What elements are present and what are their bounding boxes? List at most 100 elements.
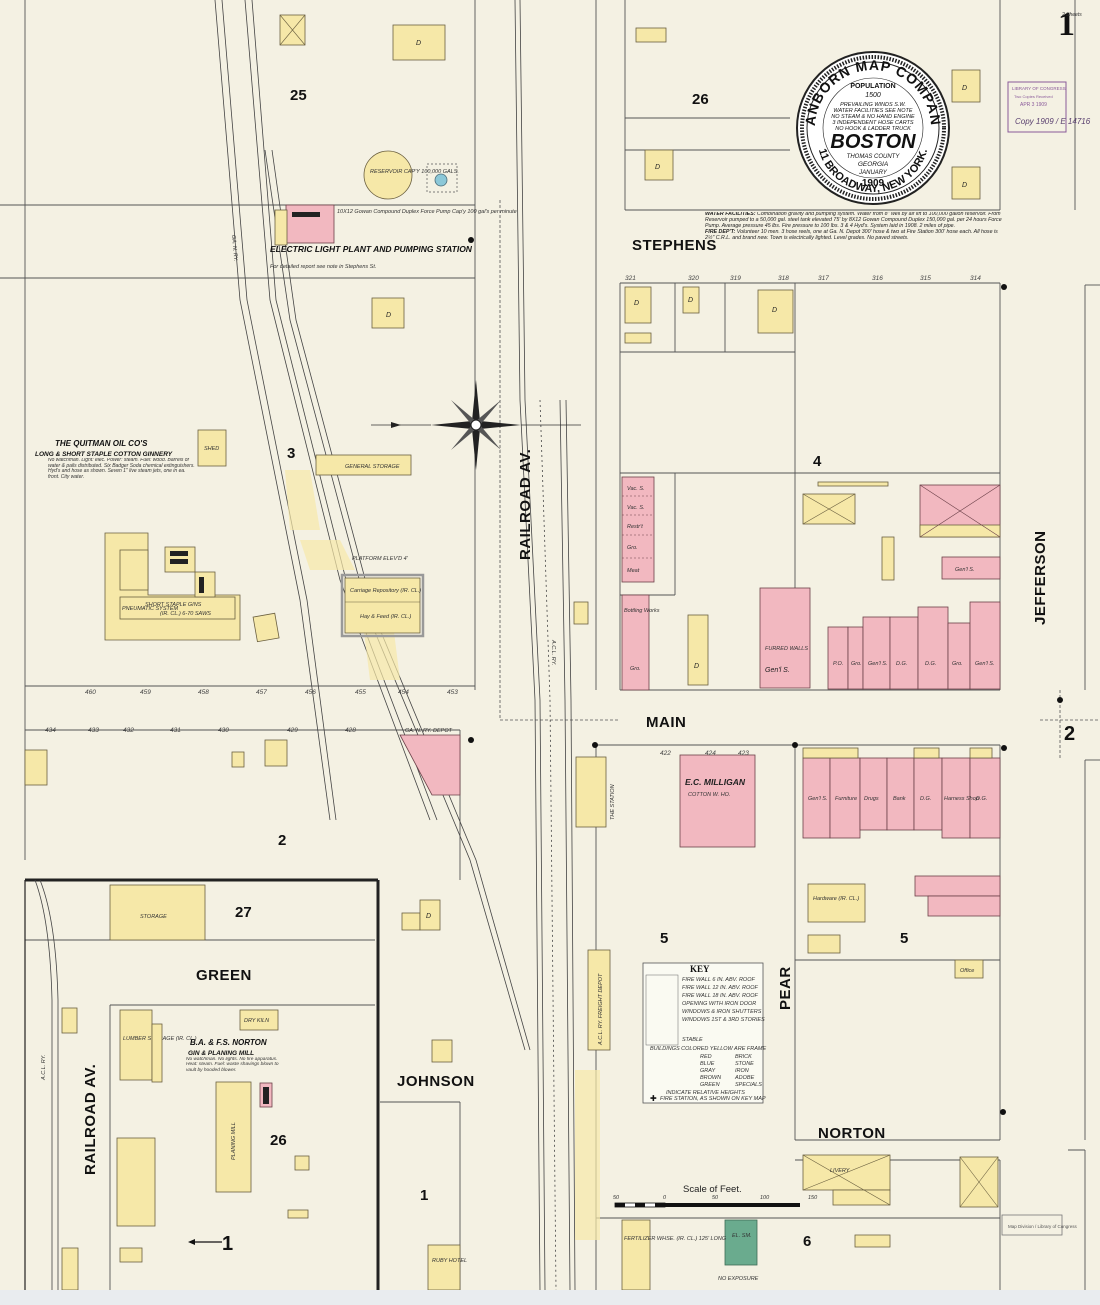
building-dwelling <box>682 286 700 314</box>
street-green: GREEN <box>196 967 252 984</box>
building-frame <box>635 27 667 43</box>
svg-text:BUILDINGS COLORED YELLOW ARE F: BUILDINGS COLORED YELLOW ARE FRAME <box>650 1046 766 1052</box>
street-stephens: STEPHENS <box>632 237 717 254</box>
fertilizer-warehouse <box>621 1219 651 1291</box>
general-store <box>941 556 1001 580</box>
norton-mill-title: B.A. & F.S. NORTON <box>190 1038 267 1047</box>
svg-text:ADOBE: ADOBE <box>734 1075 755 1081</box>
svg-text:Vac. S.: Vac. S. <box>627 486 645 492</box>
svg-text:150: 150 <box>808 1195 818 1201</box>
svg-text:BLUE: BLUE <box>700 1061 715 1067</box>
block-number: 6 <box>803 1233 811 1250</box>
building-dwelling <box>951 69 981 103</box>
gn-ry-depot <box>399 734 461 796</box>
svg-text:D: D <box>962 85 967 92</box>
acl-freight-depot <box>587 949 611 1051</box>
milligan-cotton-warehouse <box>679 754 756 848</box>
svg-text:429: 429 <box>287 727 298 734</box>
svg-text:D.G.: D.G. <box>896 661 907 667</box>
address-numbers: 460 459 458 457 456 455 454 453 434 433 … <box>45 275 981 757</box>
railroad-tracks <box>34 0 576 1291</box>
svg-text:458: 458 <box>198 689 209 696</box>
block-number: 26 <box>270 1132 287 1149</box>
svg-text:Gro.: Gro. <box>851 661 862 667</box>
svg-text:PREVAILING WINDS S.W.: PREVAILING WINDS S.W. <box>840 102 906 108</box>
carriage-hay-feed <box>344 577 421 634</box>
planing-mill <box>215 1081 252 1193</box>
platforms <box>285 470 600 1240</box>
svg-text:NO HOOK & LADDER TRUCK: NO HOOK & LADDER TRUCK <box>835 126 911 132</box>
svg-text:317: 317 <box>818 275 829 282</box>
svg-text:Carriage Repository (IR. CL.): Carriage Repository (IR. CL.) <box>350 588 421 594</box>
scale-bar: Scale of Feet. 50 0 50 100 150 <box>613 1184 818 1208</box>
svg-text:D.G.: D.G. <box>920 796 931 802</box>
svg-text:WATER FACILITIES SEE NOTE: WATER FACILITIES SEE NOTE <box>833 108 912 114</box>
cartouche-town: BOSTON <box>830 131 916 153</box>
svg-text:Furniture: Furniture <box>835 796 857 802</box>
svg-text:Harness Shop: Harness Shop <box>944 796 979 802</box>
svg-text:455: 455 <box>355 689 366 696</box>
svg-text:459: 459 <box>140 689 151 696</box>
sheet-number: 1 <box>1058 6 1075 43</box>
shed <box>119 1247 143 1263</box>
svg-text:422: 422 <box>660 750 671 757</box>
svg-text:D.G.: D.G. <box>925 661 936 667</box>
svg-text:433: 433 <box>88 727 99 734</box>
seed-house <box>252 612 280 643</box>
svg-text:Gro.: Gro. <box>630 666 641 672</box>
electric-light-plant <box>285 204 335 244</box>
svg-text:P.O.: P.O. <box>833 661 843 667</box>
water-facilities-note: WATER FACILITIES: Combination gravity an… <box>705 212 1002 241</box>
svg-text:FIRE WALL 6 IN. ABV. ROOF: FIRE WALL 6 IN. ABV. ROOF <box>682 977 755 983</box>
svg-text:KEY: KEY <box>690 964 710 974</box>
library-stamp: LIBRARY OF CONGRESS Two Copies Received … <box>1007 81 1091 133</box>
svg-text:D: D <box>426 913 431 920</box>
svg-text:IRON: IRON <box>735 1068 749 1074</box>
street-railroad-av-2: RAILROAD AV. <box>82 1064 99 1175</box>
svg-text:D: D <box>772 307 777 314</box>
svg-text:50: 50 <box>613 1195 620 1201</box>
adjoining-sheet-1: 1 <box>222 1233 233 1255</box>
svg-text:424: 424 <box>705 750 716 757</box>
block-number: 1 <box>420 1187 428 1204</box>
storage <box>109 884 206 941</box>
svg-text:319: 319 <box>730 275 741 282</box>
svg-text:Gen'l S.: Gen'l S. <box>808 796 827 802</box>
svg-text:DRY KILN: DRY KILN <box>244 1018 269 1024</box>
hardware-store <box>807 883 866 923</box>
shed <box>264 739 288 767</box>
repair-shop <box>431 1039 453 1063</box>
mule-shed <box>881 536 895 581</box>
building-dwelling <box>644 149 674 181</box>
cartouche-year: 1909 <box>862 178 885 189</box>
street-pear: PEAR <box>777 966 794 1010</box>
svg-text:RUBY HOTEL: RUBY HOTEL <box>432 1258 467 1264</box>
svg-text:GREEN: GREEN <box>700 1082 720 1088</box>
svg-text:BRICK: BRICK <box>735 1054 752 1060</box>
quitman-oil-ginnery: SHORT STAPLE GINS (IR. CL.) 6-70 SAWS PN… <box>104 532 241 641</box>
svg-text:FURRED WALLS: FURRED WALLS <box>765 646 808 652</box>
street-main: MAIN <box>646 714 686 731</box>
map-division-stamp <box>1001 1214 1063 1236</box>
svg-text:Vac. S.: Vac. S. <box>627 505 645 511</box>
svg-text:COTTON W. HO.: COTTON W. HO. <box>688 792 730 798</box>
svg-text:THE STATION: THE STATION <box>610 784 616 820</box>
svg-text:2 Sheets: 2 Sheets <box>1061 12 1082 18</box>
svg-text:460: 460 <box>85 689 96 696</box>
svg-text:EL. SM.: EL. SM. <box>732 1233 752 1239</box>
lumber-storage-2 <box>116 1137 156 1227</box>
svg-text:434: 434 <box>45 727 56 734</box>
svg-text:GENERAL STORAGE: GENERAL STORAGE <box>345 464 400 470</box>
svg-text:D: D <box>962 182 967 189</box>
svg-text:LIBRARY OF CONGRESS: LIBRARY OF CONGRESS <box>1012 86 1066 91</box>
reservoir-label: RESERVOIR CAP'Y 100,000 GALS. <box>370 169 459 175</box>
svg-text:LIVERY: LIVERY <box>830 1168 850 1174</box>
block-number: 4 <box>813 453 822 470</box>
svg-text:SHED: SHED <box>204 446 219 452</box>
general-store-furred-walls <box>759 587 811 689</box>
svg-text:POPULATION: POPULATION <box>850 83 895 90</box>
railroad-av-stores: Vac. S. Vac. S. Restr't Gro. Meat Bottli… <box>621 476 660 691</box>
building-dwelling <box>392 24 446 61</box>
svg-text:INDICATE RELATIVE HEIGHTS: INDICATE RELATIVE HEIGHTS <box>666 1090 745 1096</box>
svg-text:NO STEAM & NO HAND ENGINE: NO STEAM & NO HAND ENGINE <box>831 114 915 120</box>
